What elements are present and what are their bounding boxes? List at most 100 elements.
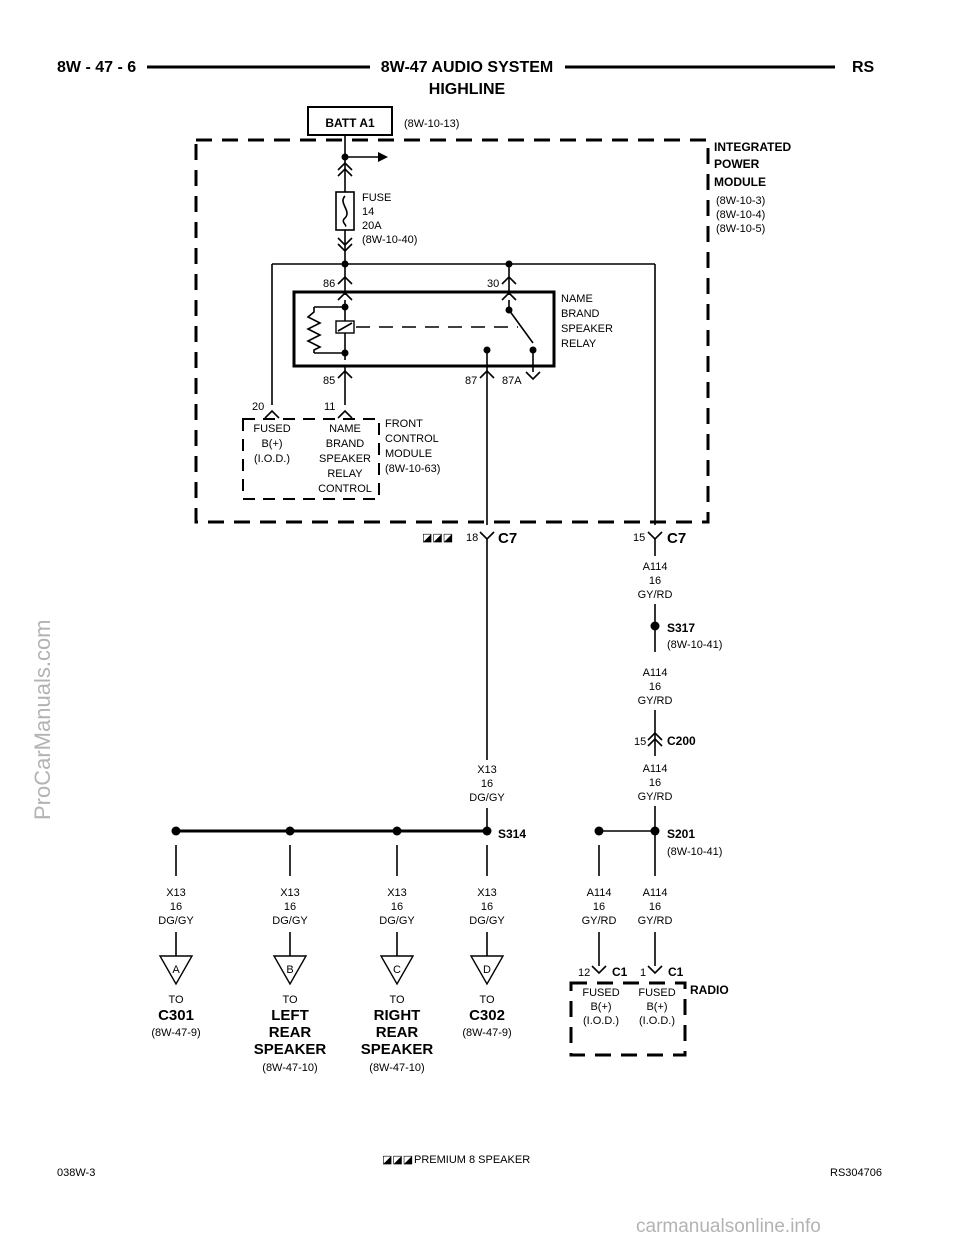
pin-chevron-icon bbox=[337, 275, 353, 285]
page-title: 8W-47 AUDIO SYSTEM bbox=[381, 59, 553, 76]
bottom-watermark: carmanualsonline.info bbox=[636, 1216, 821, 1237]
fcm-fused-line3: (I.O.D.) bbox=[254, 453, 290, 465]
radio-fused-1-line2: B(+) bbox=[590, 1001, 611, 1013]
c1-name-right: C1 bbox=[668, 965, 684, 979]
branch-b-target-2: REAR bbox=[269, 1024, 312, 1041]
fcm-fused-line2: B(+) bbox=[261, 438, 282, 450]
pin-chevron-icon bbox=[479, 369, 495, 379]
relay-label-line3: SPEAKER bbox=[561, 323, 613, 335]
branch-c-letter: C bbox=[393, 964, 401, 976]
s201-splice-dot bbox=[650, 826, 660, 836]
fcm-ctl-line5: CONTROL bbox=[318, 483, 372, 495]
fcm-pin11: 11 bbox=[324, 401, 335, 413]
radio-fused-2-line1: FUSED bbox=[638, 987, 675, 999]
branch-d-target: C302 bbox=[469, 1007, 505, 1024]
relay-label-line4: RELAY bbox=[561, 338, 597, 350]
c7-premium-marks: ◪◪◪ bbox=[422, 532, 453, 544]
fcm-boundary bbox=[242, 418, 380, 500]
c1-pin-12: 12 bbox=[578, 967, 590, 979]
fuse-label-line3: 20A bbox=[362, 220, 382, 232]
branch-b-ref: (8W-47-10) bbox=[262, 1062, 317, 1074]
ipm-label-line1: INTEGRATED bbox=[714, 140, 791, 154]
fuse-label-line1: FUSE bbox=[362, 192, 391, 204]
ipm-ref2: (8W-10-4) bbox=[716, 209, 765, 221]
radio-fused-1-line1: FUSED bbox=[582, 987, 619, 999]
fcm-label-line1: FRONT bbox=[385, 418, 423, 430]
a114-label-2-circuit: A114 bbox=[643, 667, 668, 679]
offpage-connector-icon bbox=[272, 955, 308, 986]
branch-d-ref: (8W-47-9) bbox=[462, 1027, 511, 1039]
page-header: 8W - 47 - 6 8W-47 AUDIO SYSTEM HIGHLINE … bbox=[57, 59, 875, 98]
s317-splice-dot bbox=[650, 621, 660, 631]
branch-c-target-3: SPEAKER bbox=[361, 1041, 434, 1058]
branch-b-target-1: LEFT bbox=[271, 1007, 309, 1024]
ipm-label-line2: POWER bbox=[714, 157, 760, 171]
s317-ref: (8W-10-41) bbox=[667, 639, 722, 651]
fcm-fused-label: FUSED B(+) (I.O.D.) bbox=[253, 423, 290, 465]
radio-boundary bbox=[569, 981, 687, 1057]
a114-label-1-color: GY/RD bbox=[638, 589, 673, 601]
branch-b-circuit: X13 bbox=[280, 887, 300, 899]
page-number: 8W - 47 - 6 bbox=[57, 59, 136, 76]
radio-fused-1-line3: (I.O.D.) bbox=[583, 1015, 619, 1027]
offpage-connector-icon bbox=[379, 955, 415, 986]
fcm-label-line3: MODULE bbox=[385, 448, 432, 460]
branch-c-gauge: 16 bbox=[391, 901, 403, 913]
fcm-label: FRONT CONTROL MODULE (8W-10-63) bbox=[385, 418, 440, 475]
coil-diag bbox=[337, 322, 353, 332]
branch-d-to: TO bbox=[479, 994, 495, 1006]
branch-c-color: DG/GY bbox=[379, 915, 415, 927]
batt-box bbox=[307, 106, 393, 136]
branch-b-to: TO bbox=[282, 994, 298, 1006]
relay-pin87a: 87A bbox=[502, 375, 522, 387]
c7-left-pin: 18 bbox=[466, 532, 478, 544]
branch-c-target-2: REAR bbox=[376, 1024, 419, 1041]
pin-chevron-icon bbox=[525, 371, 541, 381]
c1-1-chevron-icon bbox=[647, 965, 663, 975]
ipm-label: INTEGRATED POWER MODULE (8W-10-3) (8W-10… bbox=[714, 140, 791, 235]
c7-15-chevron-icon bbox=[647, 531, 663, 541]
s314-splice-dot bbox=[171, 826, 181, 836]
relay-label-line1: NAME bbox=[561, 293, 593, 305]
branch-arrow-icon bbox=[378, 152, 388, 162]
branch-c-target-1: RIGHT bbox=[374, 1007, 421, 1024]
a114-label-4: A114 16 GY/RD bbox=[582, 887, 617, 927]
fuse-label-line2: 14 bbox=[362, 206, 374, 218]
fcm-ctl-line1: NAME bbox=[329, 423, 361, 435]
branch-a-target: C301 bbox=[158, 1007, 194, 1024]
radio-name: RADIO bbox=[690, 983, 729, 997]
fcm-pin20: 20 bbox=[252, 401, 264, 413]
batt-ref: (8W-10-13) bbox=[404, 118, 459, 130]
a114-label-5-color: GY/RD bbox=[638, 915, 673, 927]
radio-fused-2-line2: B(+) bbox=[646, 1001, 667, 1013]
fcm-ctl-line3: SPEAKER bbox=[319, 453, 371, 465]
relay-box bbox=[292, 290, 556, 368]
s314-splice-dot bbox=[392, 826, 402, 836]
ipm-boundary bbox=[194, 138, 710, 524]
c200-name: C200 bbox=[667, 734, 696, 748]
s314-splice-dot bbox=[285, 826, 295, 836]
resistor-icon bbox=[306, 307, 322, 353]
a114-label-1: A114 16 GY/RD bbox=[638, 561, 673, 601]
branch-a-color: DG/GY bbox=[158, 915, 194, 927]
a114-label-5-gauge: 16 bbox=[649, 901, 661, 913]
s314-splice-dot bbox=[482, 826, 492, 836]
relay-pin86: 86 bbox=[323, 278, 335, 290]
connector-chevron-icon bbox=[337, 161, 353, 177]
a114-label-3-color: GY/RD bbox=[638, 791, 673, 803]
a114-label-5: A114 16 GY/RD bbox=[638, 887, 673, 927]
branch-d-letter: D bbox=[483, 964, 491, 976]
legend-text: PREMIUM 8 SPEAKER bbox=[414, 1154, 530, 1166]
branch-b-target-3: SPEAKER bbox=[254, 1041, 327, 1058]
c7-right-pin: 15 bbox=[633, 532, 645, 544]
pin-chevron-icon bbox=[337, 409, 353, 419]
figure-code-right: RS304706 bbox=[830, 1167, 882, 1179]
a114-label-3: A114 16 GY/RD bbox=[638, 763, 673, 803]
c1-name-left: C1 bbox=[612, 965, 628, 979]
offpage-connector-icon bbox=[158, 955, 194, 986]
a114-label-4-circuit: A114 bbox=[587, 887, 612, 899]
a114-label-1-gauge: 16 bbox=[649, 575, 661, 587]
legend-marks: ◪◪◪ bbox=[382, 1154, 413, 1166]
branch-b-letter: B bbox=[286, 964, 293, 976]
branch-c-circuit: X13 bbox=[387, 887, 407, 899]
